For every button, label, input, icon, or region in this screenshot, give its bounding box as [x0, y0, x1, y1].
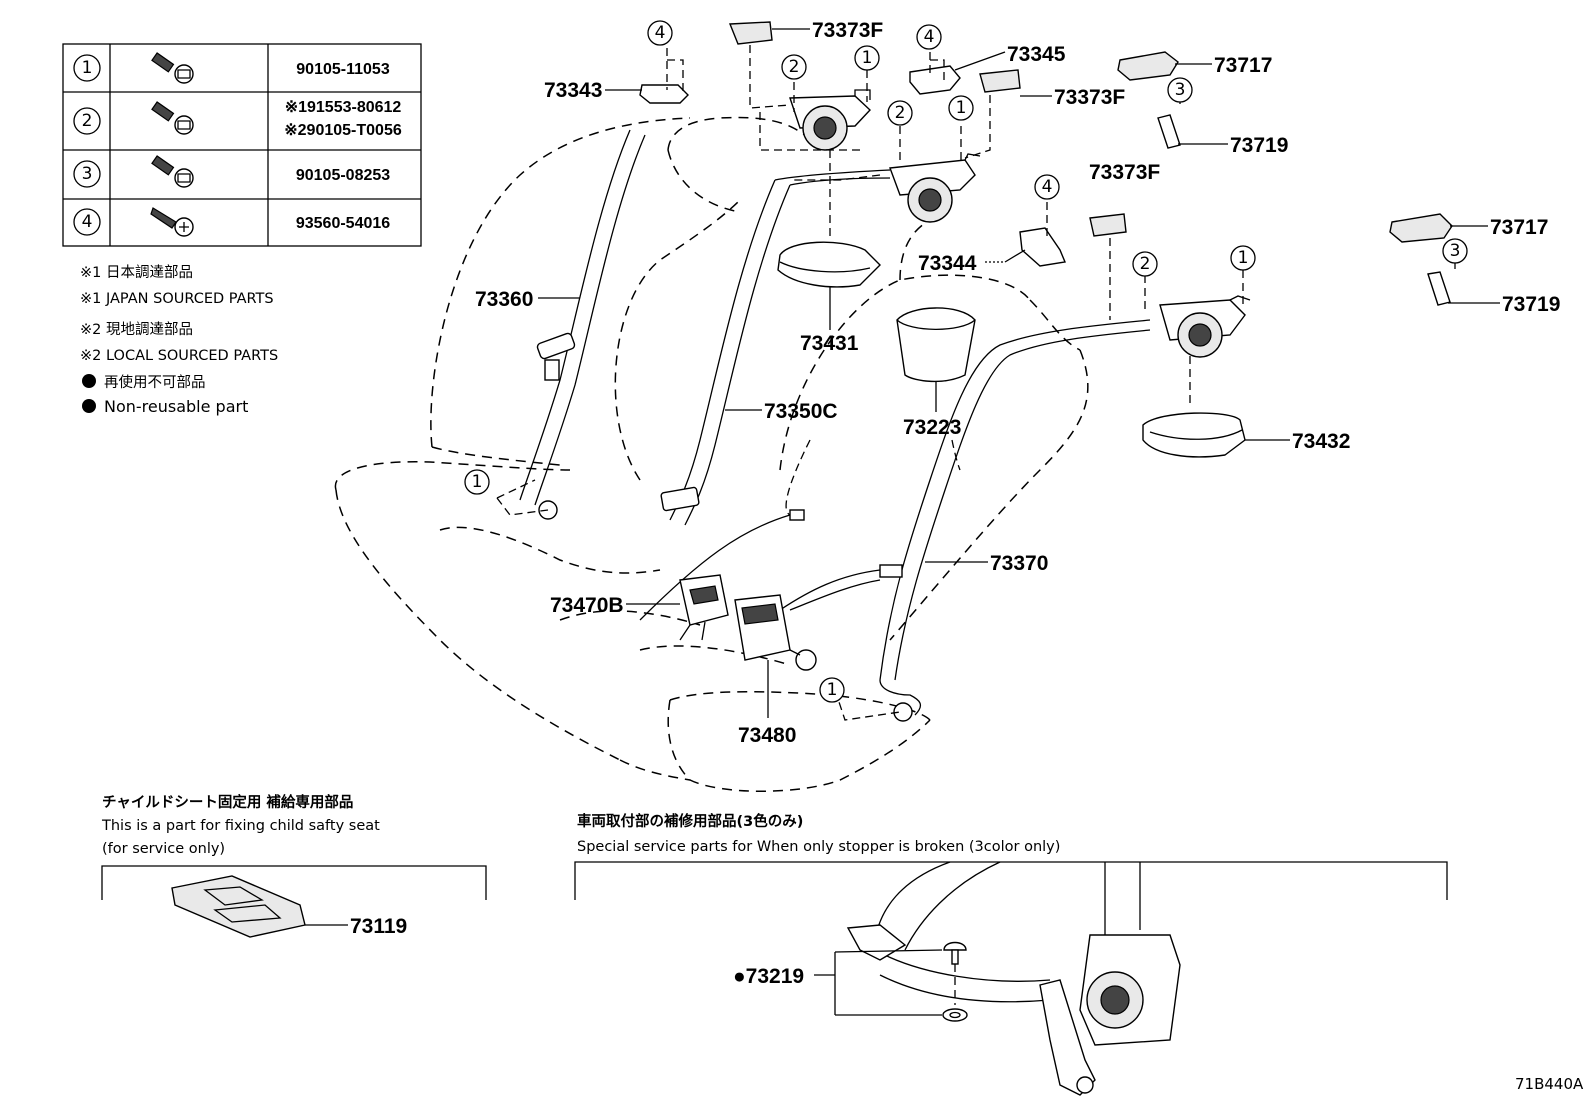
- clip-73719: [1157, 114, 1181, 149]
- retractor-center: [889, 153, 981, 223]
- svg-text:※191553-80612: ※191553-80612: [285, 99, 402, 116]
- svg-text:90105-08253: 90105-08253: [296, 167, 390, 184]
- svg-text:2: 2: [895, 103, 906, 123]
- label-73119: 73119: [350, 915, 407, 938]
- svg-text:2: 2: [1140, 254, 1151, 274]
- push-rivet-icon: [943, 941, 967, 965]
- note-japan-sourced-jp: ※1 日本調達部品: [80, 264, 193, 281]
- retractor-detail: [1079, 934, 1181, 1046]
- cover-73717: [1389, 213, 1453, 243]
- clip-73719: [1427, 271, 1451, 306]
- label-73360: 73360: [475, 288, 533, 311]
- svg-text:※290105-T0056: ※290105-T0056: [284, 122, 402, 139]
- label-73717: 73717: [1214, 54, 1272, 77]
- box-73223: [896, 307, 976, 383]
- table-row: 2 ※191553-80612 ※290105-T0056: [73, 99, 402, 139]
- note-local-sourced-jp: ※2 現地調達部品: [80, 321, 193, 338]
- svg-text:1: 1: [472, 472, 483, 492]
- svg-text:1: 1: [827, 680, 838, 700]
- bullet-icon: [82, 399, 96, 413]
- note-japan-sourced-en: ※1 JAPAN SOURCED PARTS: [80, 291, 274, 307]
- svg-text:1: 1: [862, 48, 873, 68]
- buckle-73480: [734, 594, 817, 671]
- label-73431: 73431: [800, 332, 859, 355]
- table-row: 1 90105-11053: [73, 52, 390, 84]
- note-local-sourced-en: ※2 LOCAL SOURCED PARTS: [80, 348, 278, 364]
- bullet-icon: [82, 374, 96, 388]
- label-73350C: 73350C: [764, 400, 838, 423]
- label-73345: 73345: [1007, 43, 1066, 66]
- label-73373F: 73373F: [812, 19, 883, 42]
- svg-text:1: 1: [956, 98, 967, 118]
- svg-text:3: 3: [82, 164, 93, 184]
- svg-text:3: 3: [1175, 80, 1186, 100]
- stopper-title-en: Special service parts for When only stop…: [577, 839, 1060, 855]
- cover-73345: [909, 65, 961, 95]
- cover-73373F: [1089, 213, 1127, 237]
- label-73223: 73223: [903, 416, 961, 439]
- seat-outline: [334, 116, 1089, 792]
- anchor-cover-73343: [639, 84, 689, 104]
- parts-drawings: [538, 21, 1453, 722]
- label-73343: 73343: [544, 79, 602, 102]
- svg-text:1: 1: [82, 58, 93, 78]
- cover-73373F: [979, 69, 1021, 93]
- label-73719: 73719: [1230, 134, 1288, 157]
- label-73344: 73344: [918, 252, 977, 275]
- assembly-leaders: [496, 45, 1456, 721]
- callout-circles: 4 4 2 1 2 1 3 4 2 1 3 1 1: [464, 20, 1468, 703]
- svg-text:90105-11053: 90105-11053: [296, 61, 390, 78]
- child-seat-title-jp: チャイルドシート固定用 補給専用部品: [102, 793, 353, 811]
- label-73480: 73480: [738, 724, 796, 747]
- svg-text:4: 4: [82, 212, 93, 232]
- table-row: 4 93560-54016: [73, 207, 390, 237]
- svg-text:4: 4: [1042, 177, 1053, 197]
- rivet-washer-icon: [942, 1008, 968, 1022]
- label-73219: ●73219: [733, 965, 804, 988]
- label-73373F: 73373F: [1054, 86, 1125, 109]
- cover-73431: [777, 241, 881, 288]
- bolt-icon: [151, 52, 194, 84]
- bracket-73119: [171, 875, 306, 938]
- screw-icon: [150, 207, 194, 237]
- bracket-73344: [1019, 227, 1066, 267]
- part-labels: 73343 73373F 73345 73373F 73717 73719 73…: [475, 19, 1560, 747]
- svg-text:4: 4: [655, 23, 666, 43]
- svg-text:2: 2: [82, 111, 93, 131]
- retractor-left: [789, 89, 871, 151]
- label-73717: 73717: [1490, 216, 1548, 239]
- child-seat-section: チャイルドシート固定用 補給専用部品 This is a part for fi…: [101, 793, 487, 938]
- bolt-icon: [151, 101, 194, 135]
- label-73470B: 73470B: [550, 594, 624, 617]
- child-seat-title-en: This is a part for fixing child safty se…: [101, 818, 380, 834]
- stopper-section: 車両取付部の補修用部品(3色のみ) Special service parts …: [574, 812, 1448, 1096]
- stopper-title-jp: 車両取付部の補修用部品(3色のみ): [577, 812, 803, 830]
- note-non-reusable-jp: 再使用不可部品: [104, 374, 206, 391]
- svg-text:3: 3: [1450, 241, 1461, 261]
- svg-text:1: 1: [1238, 248, 1249, 268]
- table-row: 3 90105-08253: [73, 155, 390, 188]
- buckle-73470B: [679, 574, 729, 641]
- child-seat-subtitle: (for service only): [102, 841, 225, 857]
- figure-id: 71B440A: [1515, 1075, 1584, 1093]
- label-73373F: 73373F: [1089, 161, 1160, 184]
- notes-legend: ※1 日本調達部品 ※1 JAPAN SOURCED PARTS ※2 現地調達…: [80, 264, 278, 416]
- label-73719: 73719: [1502, 293, 1560, 316]
- svg-text:93560-54016: 93560-54016: [296, 215, 390, 232]
- retractor-right: [1159, 295, 1251, 358]
- cover-73373F: [728, 21, 773, 45]
- svg-text:2: 2: [789, 57, 800, 77]
- bolt-icon: [151, 155, 194, 188]
- label-73370: 73370: [990, 552, 1048, 575]
- svg-text:4: 4: [924, 27, 935, 47]
- seat-belts: [519, 129, 1151, 716]
- note-non-reusable-en: Non-reusable part: [104, 397, 248, 416]
- cover-73717: [1117, 51, 1179, 81]
- fastener-table: 1 90105-11053 2 ※191553-80612 ※290105-T0…: [62, 43, 422, 247]
- label-73432: 73432: [1292, 430, 1350, 453]
